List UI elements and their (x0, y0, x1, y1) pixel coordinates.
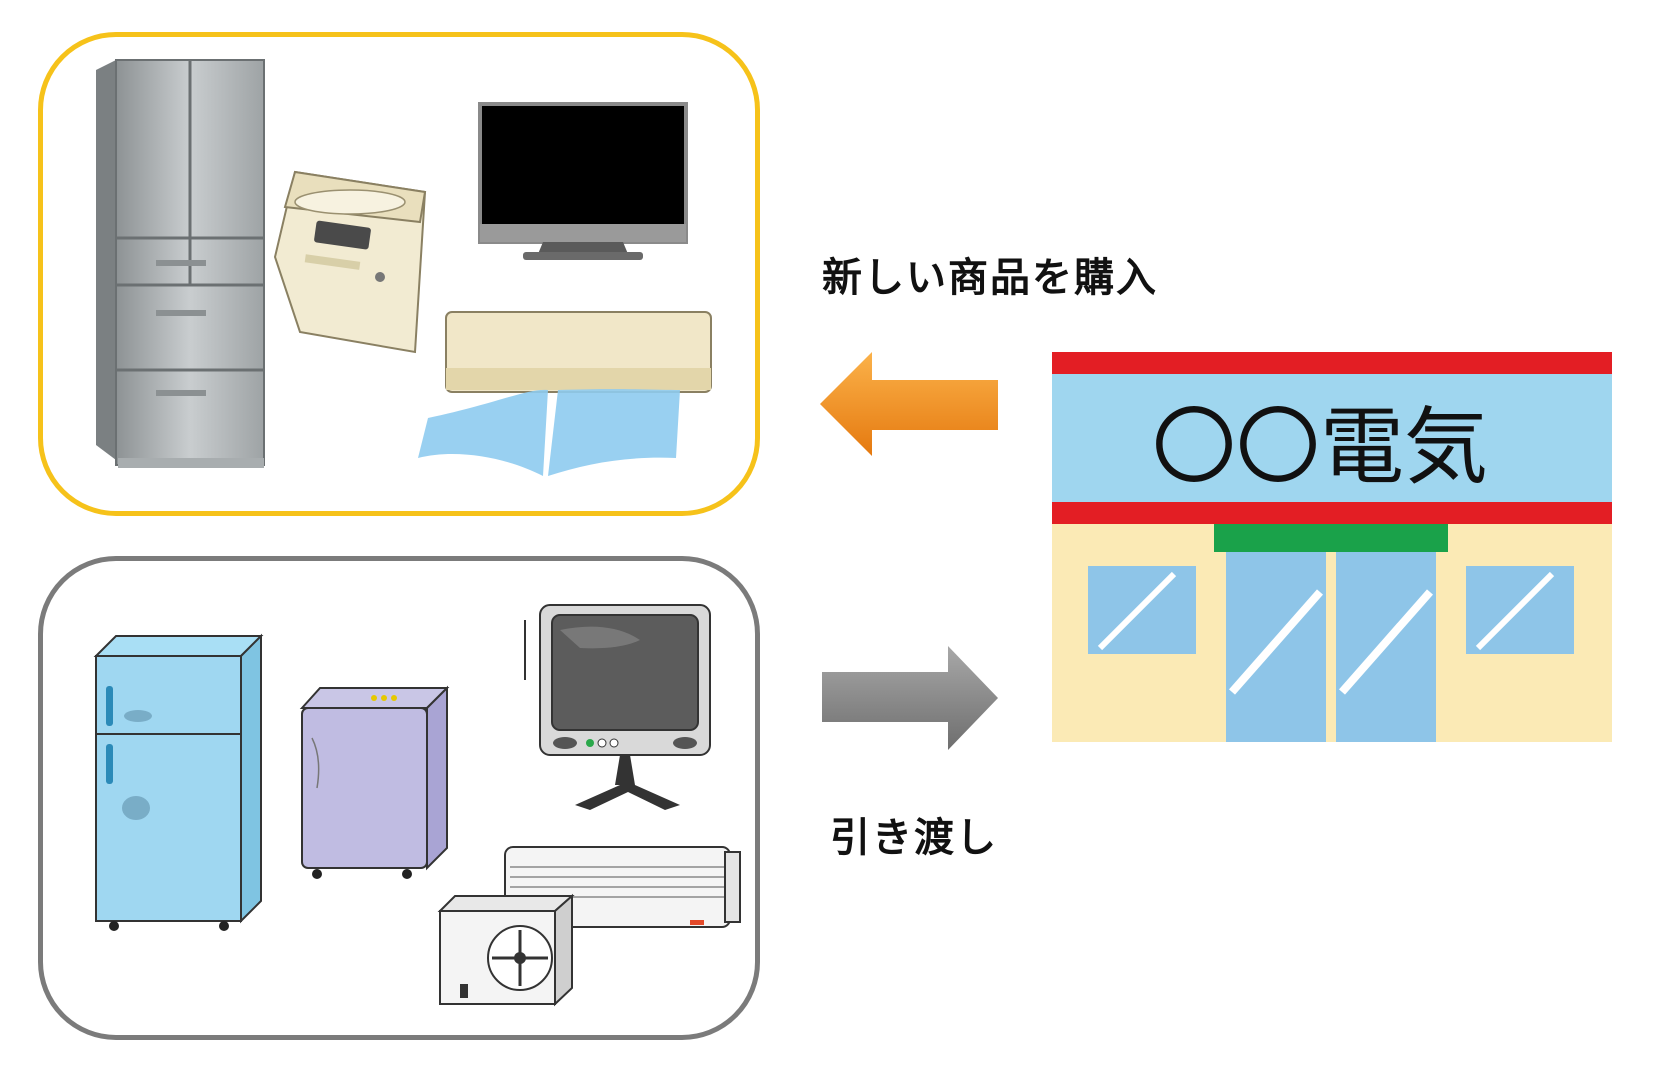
old-fridge-icon (93, 633, 264, 931)
outdoor-unit-icon (437, 893, 575, 1007)
hand-over-caption: 引き渡し (830, 815, 998, 861)
arrow-right-icon (822, 646, 998, 750)
fridge-icon (96, 59, 265, 468)
store-icon: 〇〇電気 (1052, 352, 1612, 742)
store-sign-text: 〇〇電気 (1152, 398, 1488, 496)
old-crt-tv-icon (524, 604, 711, 810)
washing-machine-icon (273, 170, 427, 354)
arrow-left-icon (820, 352, 998, 456)
buy-new-caption: 新しい商品を購入 (822, 255, 1158, 301)
old-washing-machine-icon (299, 685, 450, 879)
air-conditioner-icon (418, 311, 712, 476)
tv-icon (478, 102, 688, 260)
